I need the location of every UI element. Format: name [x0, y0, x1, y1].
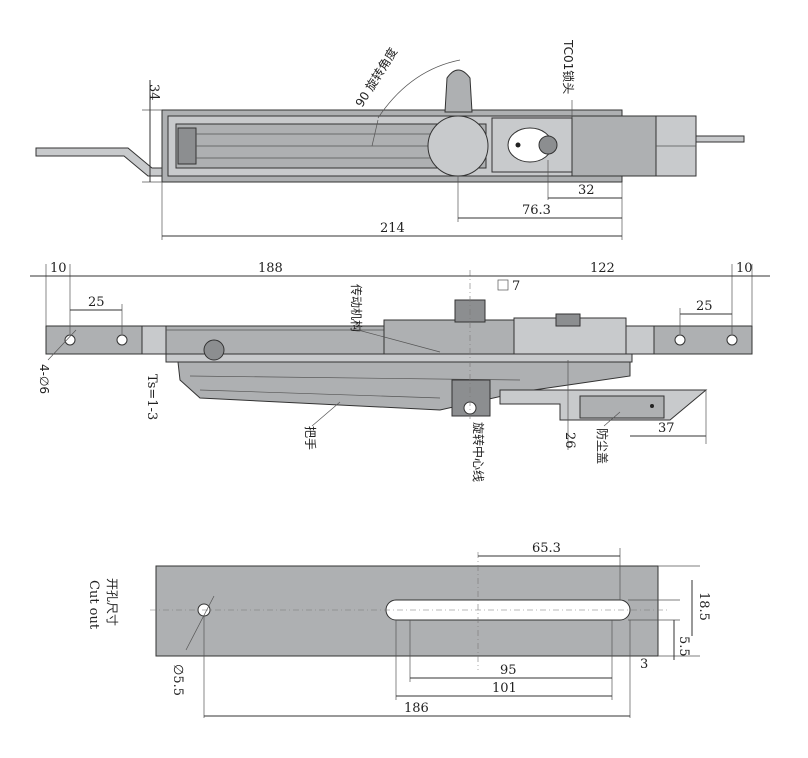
dim-25-left: 25 — [88, 295, 105, 310]
side-hole-3 — [674, 334, 686, 346]
dim-3: 3 — [640, 657, 648, 672]
dim-95: 95 — [500, 663, 517, 678]
cutout-title-cn: 开孔尺寸 — [105, 578, 119, 626]
rotation-angle-label: 90 旋转角度 — [352, 45, 400, 110]
dim-25-right: 25 — [696, 299, 713, 314]
cutout-title-en: Cut out — [86, 580, 101, 630]
top-handle-end — [177, 127, 197, 165]
ts-label: Ts=1-3 — [144, 374, 159, 420]
side-hole-1 — [64, 334, 76, 346]
side-view: 10 188 122 10 25 25 7 传动机构 4-∅6 Ts=1-3 把… — [30, 261, 770, 482]
rotation-center-label: 旋转中心线 — [471, 422, 486, 482]
cutout-slot — [385, 599, 631, 621]
dim-37: 37 — [658, 421, 675, 436]
side-hole-2 — [116, 334, 128, 346]
dim-214: 214 — [380, 221, 405, 236]
dim-188: 188 — [258, 261, 283, 276]
holes-label: 4-∅6 — [37, 364, 51, 394]
dim-186: 186 — [404, 701, 429, 716]
dim-10-right: 10 — [736, 261, 753, 276]
top-rod-right — [695, 135, 745, 143]
dim-122: 122 — [590, 261, 615, 276]
dim-18-5: 18.5 — [696, 592, 711, 621]
top-knob — [444, 69, 473, 113]
dim-76-3: 76.3 — [522, 203, 551, 218]
top-rod-left — [35, 147, 166, 177]
top-end-cap — [571, 115, 659, 177]
dim-34: 34 — [146, 84, 161, 101]
dim-10-left: 10 — [50, 261, 67, 276]
cutout-view: 开孔尺寸 Cut out 65.3 18.5 5.5 3 95 101 186 … — [86, 541, 711, 718]
side-screw — [203, 339, 225, 361]
dim-32: 32 — [578, 183, 595, 198]
side-hole-4 — [726, 334, 738, 346]
hole-diameter-label: ∅5.5 — [170, 664, 185, 696]
dust-cover-label: 防尘盖 — [595, 428, 610, 464]
dim-65-3: 65.3 — [532, 541, 561, 556]
lock-head-label: TC01锁头 — [561, 39, 576, 94]
dim-101: 101 — [492, 681, 517, 696]
dim-26: 26 — [562, 432, 577, 449]
side-mechanism — [383, 319, 515, 361]
dim-5-5-right: 5.5 — [676, 636, 691, 657]
top-pivot — [427, 115, 489, 177]
top-view: 90 旋转角度 TC01锁头 34 32 76.3 214 — [35, 39, 745, 240]
square-7: 7 — [512, 279, 520, 294]
mechanism-label: 传动机构 — [349, 284, 364, 332]
handle-label: 把手 — [303, 426, 317, 450]
